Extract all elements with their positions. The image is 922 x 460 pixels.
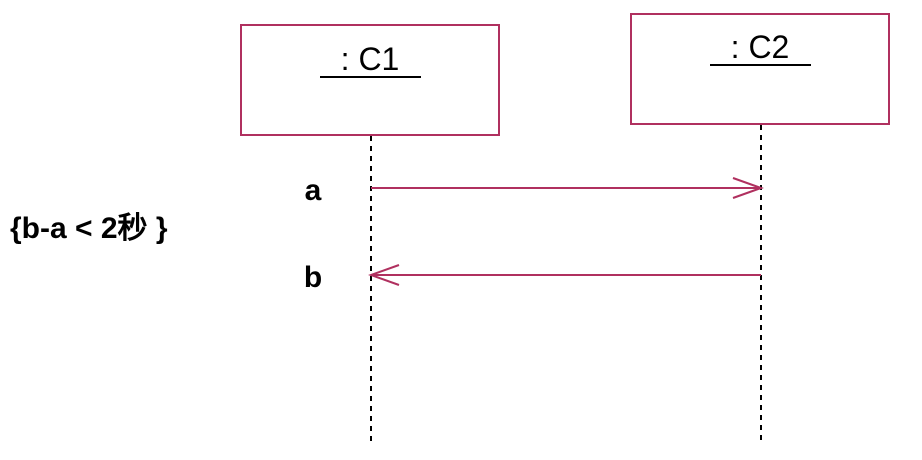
object-c1: : C1: [240, 24, 500, 136]
object-c2-label: : C2: [731, 29, 790, 65]
message-a-label: a: [305, 174, 322, 207]
message-b: b: [304, 261, 761, 294]
message-b-label: b: [304, 261, 322, 294]
object-c1-label: : C1: [341, 41, 400, 77]
timing-constraint: {b-a < 2秒 }: [10, 212, 168, 245]
message-a-arrowhead: [732, 177, 764, 199]
message-b-arrowhead: [368, 264, 400, 286]
message-a: a: [305, 174, 764, 207]
object-c2: : C2: [630, 13, 890, 125]
object-c1-box: [240, 24, 500, 136]
object-c2-box: [630, 13, 890, 125]
